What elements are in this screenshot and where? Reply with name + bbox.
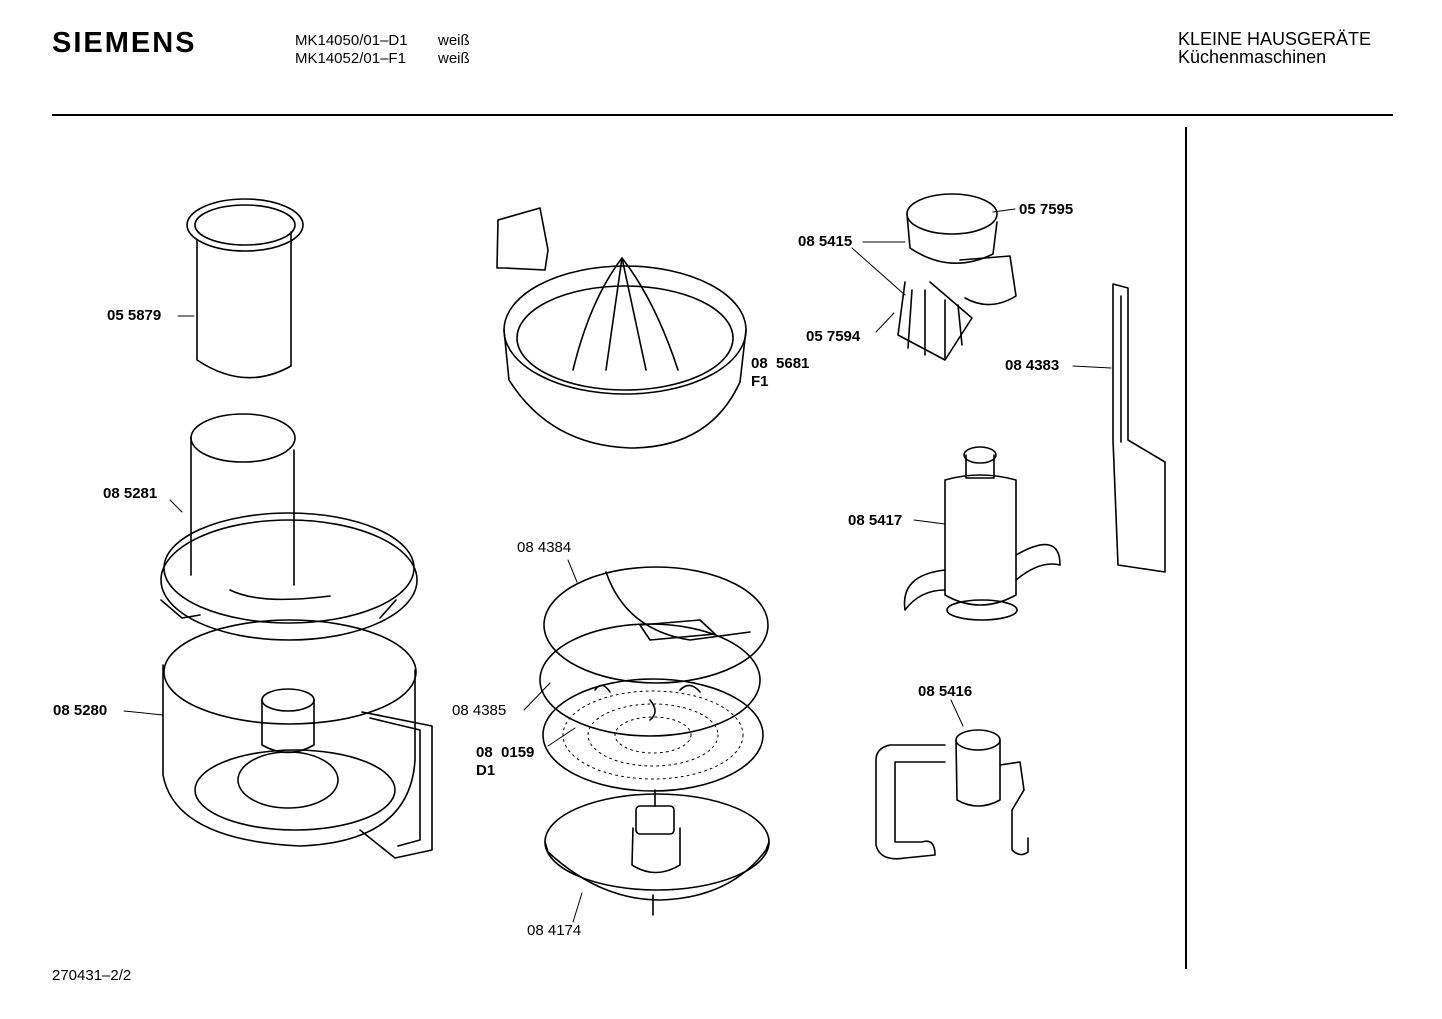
model-line-1: MK14050/01–D1 weiß	[295, 32, 470, 50]
slicing-disc	[544, 567, 768, 683]
category-subtitle: Küchenmaschinen	[1178, 47, 1327, 67]
kneading-hook	[876, 730, 1028, 859]
part-label-085281: 08 5281	[103, 485, 158, 502]
part-variant: F1	[751, 373, 769, 390]
part-label-057595: 05 7595	[1019, 201, 1074, 218]
shredding-disc	[540, 624, 760, 736]
whisk-attachment	[898, 194, 1016, 360]
header-divider	[52, 114, 1393, 116]
model-color: weiß	[438, 50, 470, 67]
siemens-logo: SIEMENS	[52, 27, 197, 59]
part-label-085416: 08 5416	[918, 683, 973, 700]
part-label-055879: 05 5879	[107, 307, 162, 324]
model-code: MK14052/01–F1	[295, 50, 406, 67]
part-label-085280: 08 5280	[53, 702, 108, 719]
grating-disc	[543, 679, 763, 791]
part-label-084174: 08 4174	[527, 922, 582, 939]
part-label-085681: 08 5681 F1	[751, 355, 809, 391]
right-margin-divider	[1185, 127, 1187, 969]
disc-carrier	[545, 790, 769, 915]
mixing-bowl	[163, 620, 432, 858]
leader-lines	[124, 209, 1111, 922]
part-variant: D1	[476, 762, 496, 779]
part-label-080159: 08 0159 D1	[476, 744, 534, 780]
citrus-press	[497, 208, 746, 448]
model-line-2: MK14052/01–F1 weiß	[295, 50, 470, 68]
chopping-blade	[905, 447, 1061, 620]
part-label-057594: 05 7594	[806, 328, 861, 345]
model-color: weiß	[438, 32, 470, 49]
part-label-085415: 08 5415	[798, 233, 853, 250]
category-title: KLEINE HAUSGERÄTE	[1178, 29, 1372, 49]
part-label-085417: 08 5417	[848, 512, 903, 529]
pusher-tube	[187, 199, 303, 378]
part-label-084384: 08 4384	[517, 539, 572, 556]
model-code: MK14050/01–D1	[295, 32, 408, 49]
part-number: 08 0159	[476, 744, 535, 761]
bowl-lid	[161, 414, 417, 640]
part-label-084385: 08 4385	[452, 702, 507, 719]
page-reference: 270431–2/2	[52, 967, 132, 984]
part-label-084383: 08 4383	[1005, 357, 1060, 374]
part-number: 08 5681	[751, 355, 810, 372]
spatula	[1113, 284, 1165, 572]
